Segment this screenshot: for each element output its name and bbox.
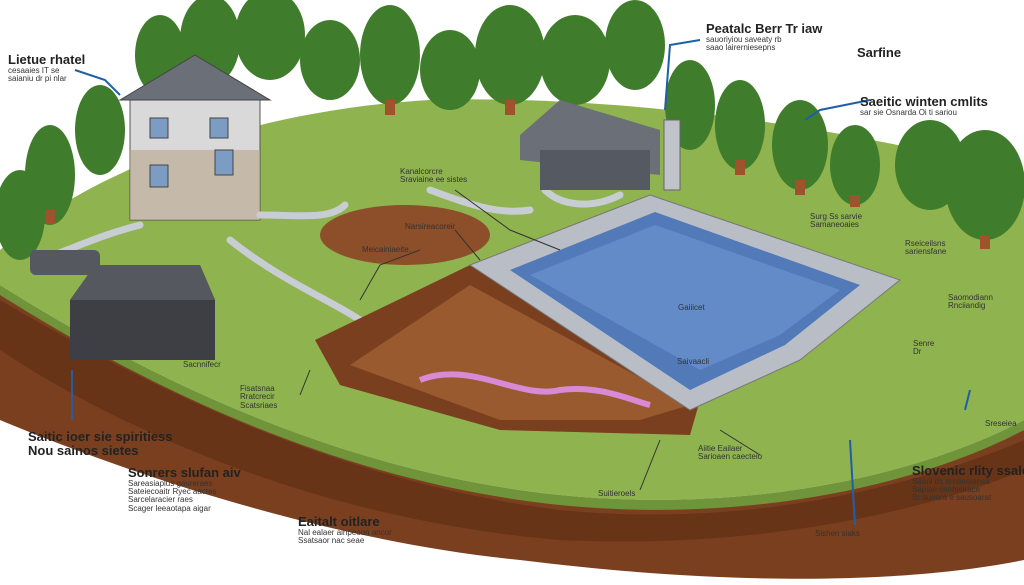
label-right-3: Rseiceilsns sariensfane xyxy=(905,239,947,257)
label-top-center: Peatalc Berr Tr iaw sauoriyiou saveaty r… xyxy=(706,22,822,52)
label-bottom-left-line2: Ssatsaor nac seae xyxy=(298,536,365,546)
label-bottom-left: Eaitalt oitlare Nal ealaer ainpeoon anco… xyxy=(298,515,392,545)
label-right-1-line1: sar sie Osnarda Oi ti sariou xyxy=(860,107,957,117)
label-leader-1-title: Kanalcorcre xyxy=(400,167,443,176)
label-right-5-line1: Senre xyxy=(913,339,935,348)
label-right-1: Saeitic winten cmlits sar sie Osnarda Oi… xyxy=(860,95,988,117)
lawn-shade xyxy=(0,285,1024,510)
label-right-2-line2: Samaneoaies xyxy=(810,220,859,230)
label-left-mid-line1: Sacnnifecr xyxy=(183,360,221,369)
label-pool: Gaiiicet xyxy=(678,303,705,312)
label-right-3-line2: sariensfane xyxy=(905,247,947,257)
label-left-bottom-line1: Nou sainos sietes xyxy=(28,442,139,458)
label-bottom-left-title: Eaitalt oitlare xyxy=(298,514,380,529)
thin-leaders xyxy=(299,189,761,491)
label-bottom-right-line3: Sr auoara e sausoarat xyxy=(912,493,992,503)
label-center-right-line2: Sarioaen caecteio xyxy=(698,452,763,462)
label-top-left: Lietue rhatel cesaaies IT se saianiu dr … xyxy=(8,53,85,83)
label-right-4-line1: Saomodiann xyxy=(948,293,993,302)
label-right-5: Senre Dr xyxy=(913,339,935,357)
label-pit-mid: Meicainiaeite. xyxy=(362,245,411,254)
label-center-bottom-line1: Suitieroels xyxy=(598,489,636,498)
label-mid-left-title: Sonrers slufan aiv xyxy=(128,465,241,480)
label-pool-line1: Gaiiicet xyxy=(678,303,705,312)
label-right-4-line2: Rnciiandig xyxy=(948,301,986,311)
label-right-1-title: Saeitic winten cmlits xyxy=(860,94,988,109)
label-bottom-left-line1: Nal ealaer ainpeoon ancor xyxy=(298,527,392,537)
label-pit-top: Narsireacoreir xyxy=(405,222,456,231)
label-center-mid-line2: Scatsriaes xyxy=(240,400,278,410)
label-right-4: Saomodiann Rnciiandig xyxy=(948,293,993,311)
label-left-bottom-title: Saitic ioer sie spiritiess xyxy=(28,429,173,444)
label-right-2-line1: Surg Ss sarvie xyxy=(810,212,863,221)
pipes xyxy=(36,186,834,334)
label-top-left-line1: cesaaies IT se xyxy=(8,65,60,75)
label-center-mid: Fisatsnaa Rratcrecir Scatsriaes xyxy=(240,384,278,410)
label-top-center-title: Peatalc Berr Tr iaw xyxy=(706,21,823,36)
label-mid-left-line4: Scager leeaotapa aigar xyxy=(128,503,211,513)
label-pool-lower-line1: Saivaacli xyxy=(677,357,710,366)
small-tank xyxy=(30,250,100,275)
label-top-right: Sarfine xyxy=(857,46,901,60)
excavation-pit xyxy=(315,265,700,435)
label-mid-left-line2: Sateiecoaitr Ryec aactes xyxy=(128,487,217,497)
label-mid-left-line1: Sareasiaplus gaureraes xyxy=(128,478,213,488)
label-bottom-mid-right-line1: Sishen siaks xyxy=(815,529,860,538)
distribution-tank xyxy=(468,194,902,411)
label-right-3-line1: Rseiceilsns xyxy=(905,239,946,248)
label-right-2: Surg Ss sarvie Samaneoaies xyxy=(810,212,863,230)
label-leader-1-line1: Sraviaine ee sistes xyxy=(400,175,468,185)
label-center-bottom: Suitieroels xyxy=(598,489,636,498)
label-leader-1: Kanalcorcre Sraviaine ee sistes xyxy=(400,167,468,185)
pump-shed xyxy=(520,100,681,191)
label-left-bottom: Saitic ioer sie spiritiess Nou sainos si… xyxy=(28,430,173,457)
label-pit-top-line1: Narsireacoreir xyxy=(405,222,456,231)
label-right-5-line2: Dr xyxy=(913,347,922,357)
label-top-center-line2: saao lairerniesepns xyxy=(706,43,776,53)
soil-edge xyxy=(0,300,1024,542)
label-bottom-right: Slovenic rlity ssale Saanl ds ernaeaians… xyxy=(912,464,1024,503)
label-mid-left-line3: Sarcelaracier raes xyxy=(128,495,193,505)
label-center-mid-line1: Rratcrecir xyxy=(240,392,275,402)
septic-tank xyxy=(70,265,215,360)
label-right-far: Sreseiea xyxy=(985,419,1017,428)
label-left-mid-line2: Fisatsnaa xyxy=(240,384,275,393)
label-center-right-line1: Aiitie Eailaer xyxy=(698,444,743,453)
label-top-left-line2: saianiu dr pi nlar xyxy=(8,74,67,84)
house xyxy=(118,54,272,221)
label-bottom-right-title: Slovenic rlity ssale xyxy=(912,463,1024,478)
label-mid-left: Sonrers slufan aiv Sareasiaplus gaurerae… xyxy=(128,466,241,513)
label-right-far-line1: Sreseiea xyxy=(985,419,1017,428)
tree-line xyxy=(0,0,1024,260)
label-bottom-mid-right: Sishen siaks xyxy=(815,529,860,538)
label-center-right: Aiitie Eailaer Sarioaen caecteio xyxy=(698,444,763,462)
label-top-center-line1: sauoriyiou saveaty rb xyxy=(706,34,782,44)
label-pool-lower: Saivaacli xyxy=(677,357,710,366)
label-bottom-right-line1: Saanl ds ernaeaiansa xyxy=(912,476,990,486)
label-top-left-title: Lietue rhatel xyxy=(8,52,86,67)
leader-lines xyxy=(71,39,971,526)
label-pit-mid-line1: Meicainiaeite. xyxy=(362,245,411,254)
dirt-mound xyxy=(320,205,490,265)
label-top-right-title: Sarfine xyxy=(857,45,902,60)
soil-cross-section xyxy=(0,290,1024,579)
label-left-mid: Sacnnifecr xyxy=(183,360,221,369)
label-bottom-right-line2: Sapiae caemsirace xyxy=(912,485,981,495)
